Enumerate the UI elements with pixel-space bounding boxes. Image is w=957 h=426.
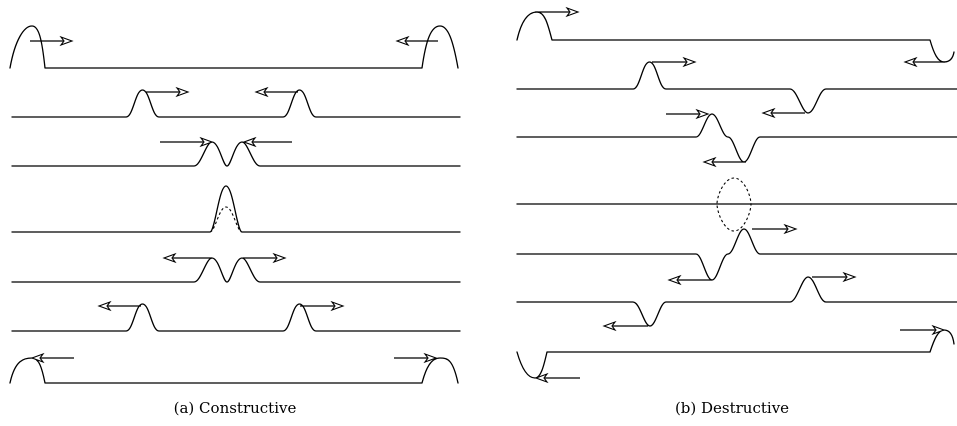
row5-left-arrow — [162, 252, 212, 264]
arrow-head — [199, 136, 214, 148]
b-row1-right-arrow — [535, 6, 580, 18]
arrow-head — [783, 223, 798, 235]
b-row7-left-arrow — [534, 372, 580, 384]
arrow-head — [602, 320, 617, 332]
b-row2-right-arrow — [652, 56, 697, 68]
arrow-head — [395, 35, 410, 47]
arrow-head — [842, 271, 857, 283]
b-row4-dotted-ellipse — [716, 177, 752, 232]
b-row3-right-arrow — [666, 108, 710, 120]
b-row6-left-arrow — [602, 320, 648, 332]
row1-wave — [9, 25, 459, 69]
b-row2-wave — [516, 61, 957, 114]
arrow-head — [97, 300, 112, 312]
arrow-head — [565, 6, 580, 18]
row1-left-arrow — [395, 35, 438, 47]
row7-left-arrow — [30, 352, 74, 364]
b-row2-left-arrow — [761, 107, 805, 119]
panel-constructive — [9, 25, 461, 384]
arrow-head — [272, 252, 287, 264]
arrow-head — [330, 300, 345, 312]
arrow-head — [59, 35, 74, 47]
row7-wave — [9, 357, 459, 384]
row3-left-arrow — [242, 136, 292, 148]
row2-wave — [11, 89, 461, 118]
arrow-head — [534, 372, 549, 384]
arrow-head — [702, 156, 717, 168]
b-row6-right-arrow — [812, 271, 857, 283]
b-row7-wave — [516, 329, 955, 379]
row2-left-arrow — [254, 86, 298, 98]
arrow-head — [254, 86, 269, 98]
row6-left-arrow — [97, 300, 141, 312]
row6-right-arrow — [300, 300, 345, 312]
b-row5-left-arrow — [667, 274, 712, 286]
row5-wave — [11, 257, 461, 283]
b-row5-wave — [516, 228, 957, 281]
row1-right-arrow — [30, 35, 74, 47]
row3-right-arrow — [160, 136, 214, 148]
arrow-head — [682, 56, 697, 68]
b-row5-right-arrow — [752, 223, 798, 235]
row4-wave — [11, 185, 461, 233]
arrow-head — [162, 252, 177, 264]
arrow-head — [761, 107, 776, 119]
arrow-head — [903, 56, 918, 68]
b-row3-left-arrow — [702, 156, 746, 168]
arrow-head — [695, 108, 710, 120]
row6-wave — [11, 303, 461, 332]
caption-destructive: (b) Destructive — [675, 399, 789, 417]
arrow-head — [242, 136, 257, 148]
b-row3-wave — [516, 113, 957, 163]
row2-right-arrow — [146, 86, 190, 98]
arrow-head — [30, 352, 45, 364]
arrow-head — [175, 86, 190, 98]
row4-dotted-hump — [209, 206, 243, 233]
b-row7-right-arrow — [900, 324, 946, 336]
arrow-head — [423, 352, 438, 364]
b-row6-wave — [516, 276, 957, 327]
arrow-head — [667, 274, 682, 286]
row3-wave — [11, 141, 461, 167]
caption-constructive: (a) Constructive — [174, 399, 297, 417]
panel-destructive — [516, 6, 957, 384]
row5-right-arrow — [243, 252, 287, 264]
arrow-head — [931, 324, 946, 336]
row7-right-arrow — [394, 352, 438, 364]
b-row1-left-arrow — [903, 56, 945, 68]
b-row1-wave — [516, 11, 955, 63]
